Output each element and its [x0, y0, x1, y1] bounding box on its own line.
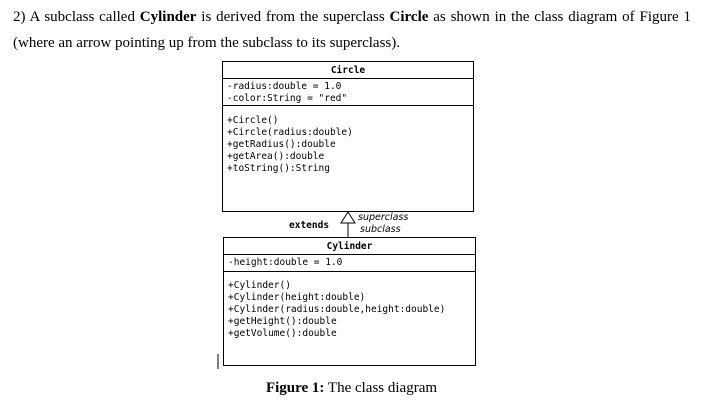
- circle-method: +Circle(radius:double): [227, 127, 353, 138]
- circle-attribute: -radius:double = 1.0: [227, 81, 342, 92]
- cylinder-class-name: Cylinder: [224, 238, 475, 255]
- question-prefix: 2) A subclass called: [13, 9, 140, 25]
- subclass-label: subclass: [360, 224, 401, 235]
- circle-method: +toString():String: [227, 163, 330, 174]
- circle-method: +getArea():double: [227, 151, 325, 162]
- inheritance-arrowhead: [340, 211, 356, 224]
- extends-label: extends: [289, 220, 330, 231]
- cylinder-method: +Cylinder(): [228, 280, 291, 291]
- circle-attributes: -radius:double = 1.0 -color:String = "re…: [223, 79, 473, 106]
- circle-method: +Circle(): [227, 115, 279, 126]
- question-superclass-name: Circle: [389, 9, 429, 25]
- cylinder-method: +Cylinder(radius:double,height:double): [228, 304, 446, 315]
- superclass-label: superclass: [358, 212, 409, 223]
- cylinder-attributes: -height:double = 1.0: [224, 255, 475, 272]
- question-suffix: as shown in the class diagram of Figure …: [13, 9, 691, 51]
- circle-attribute: -color:String = "red": [227, 93, 348, 104]
- cylinder-class-box: Cylinder -height:double = 1.0 +Cylinder(…: [223, 237, 476, 366]
- circle-class-name: Circle: [223, 62, 473, 79]
- cylinder-method: +getVolume():double: [228, 328, 337, 339]
- caption-text: The class diagram: [324, 380, 438, 396]
- cylinder-methods: +Cylinder() +Cylinder(height:double) +Cy…: [224, 272, 475, 340]
- circle-method: +getRadius():double: [227, 139, 336, 150]
- question-subclass-name: Cylinder: [139, 9, 197, 25]
- circle-methods: +Circle() +Circle(radius:double) +getRad…: [223, 106, 473, 175]
- caption-label: Figure 1:: [265, 380, 325, 396]
- question-middle: is derived from the superclass: [196, 9, 390, 25]
- cylinder-attribute: -height:double = 1.0: [228, 257, 343, 268]
- cylinder-method: +getHeight():double: [228, 316, 337, 327]
- cylinder-method: +Cylinder(height:double): [228, 292, 366, 303]
- question-text: 2) A subclass called Cylinder is derived…: [13, 4, 691, 56]
- figure-caption: Figure 1: The class diagram: [0, 380, 703, 397]
